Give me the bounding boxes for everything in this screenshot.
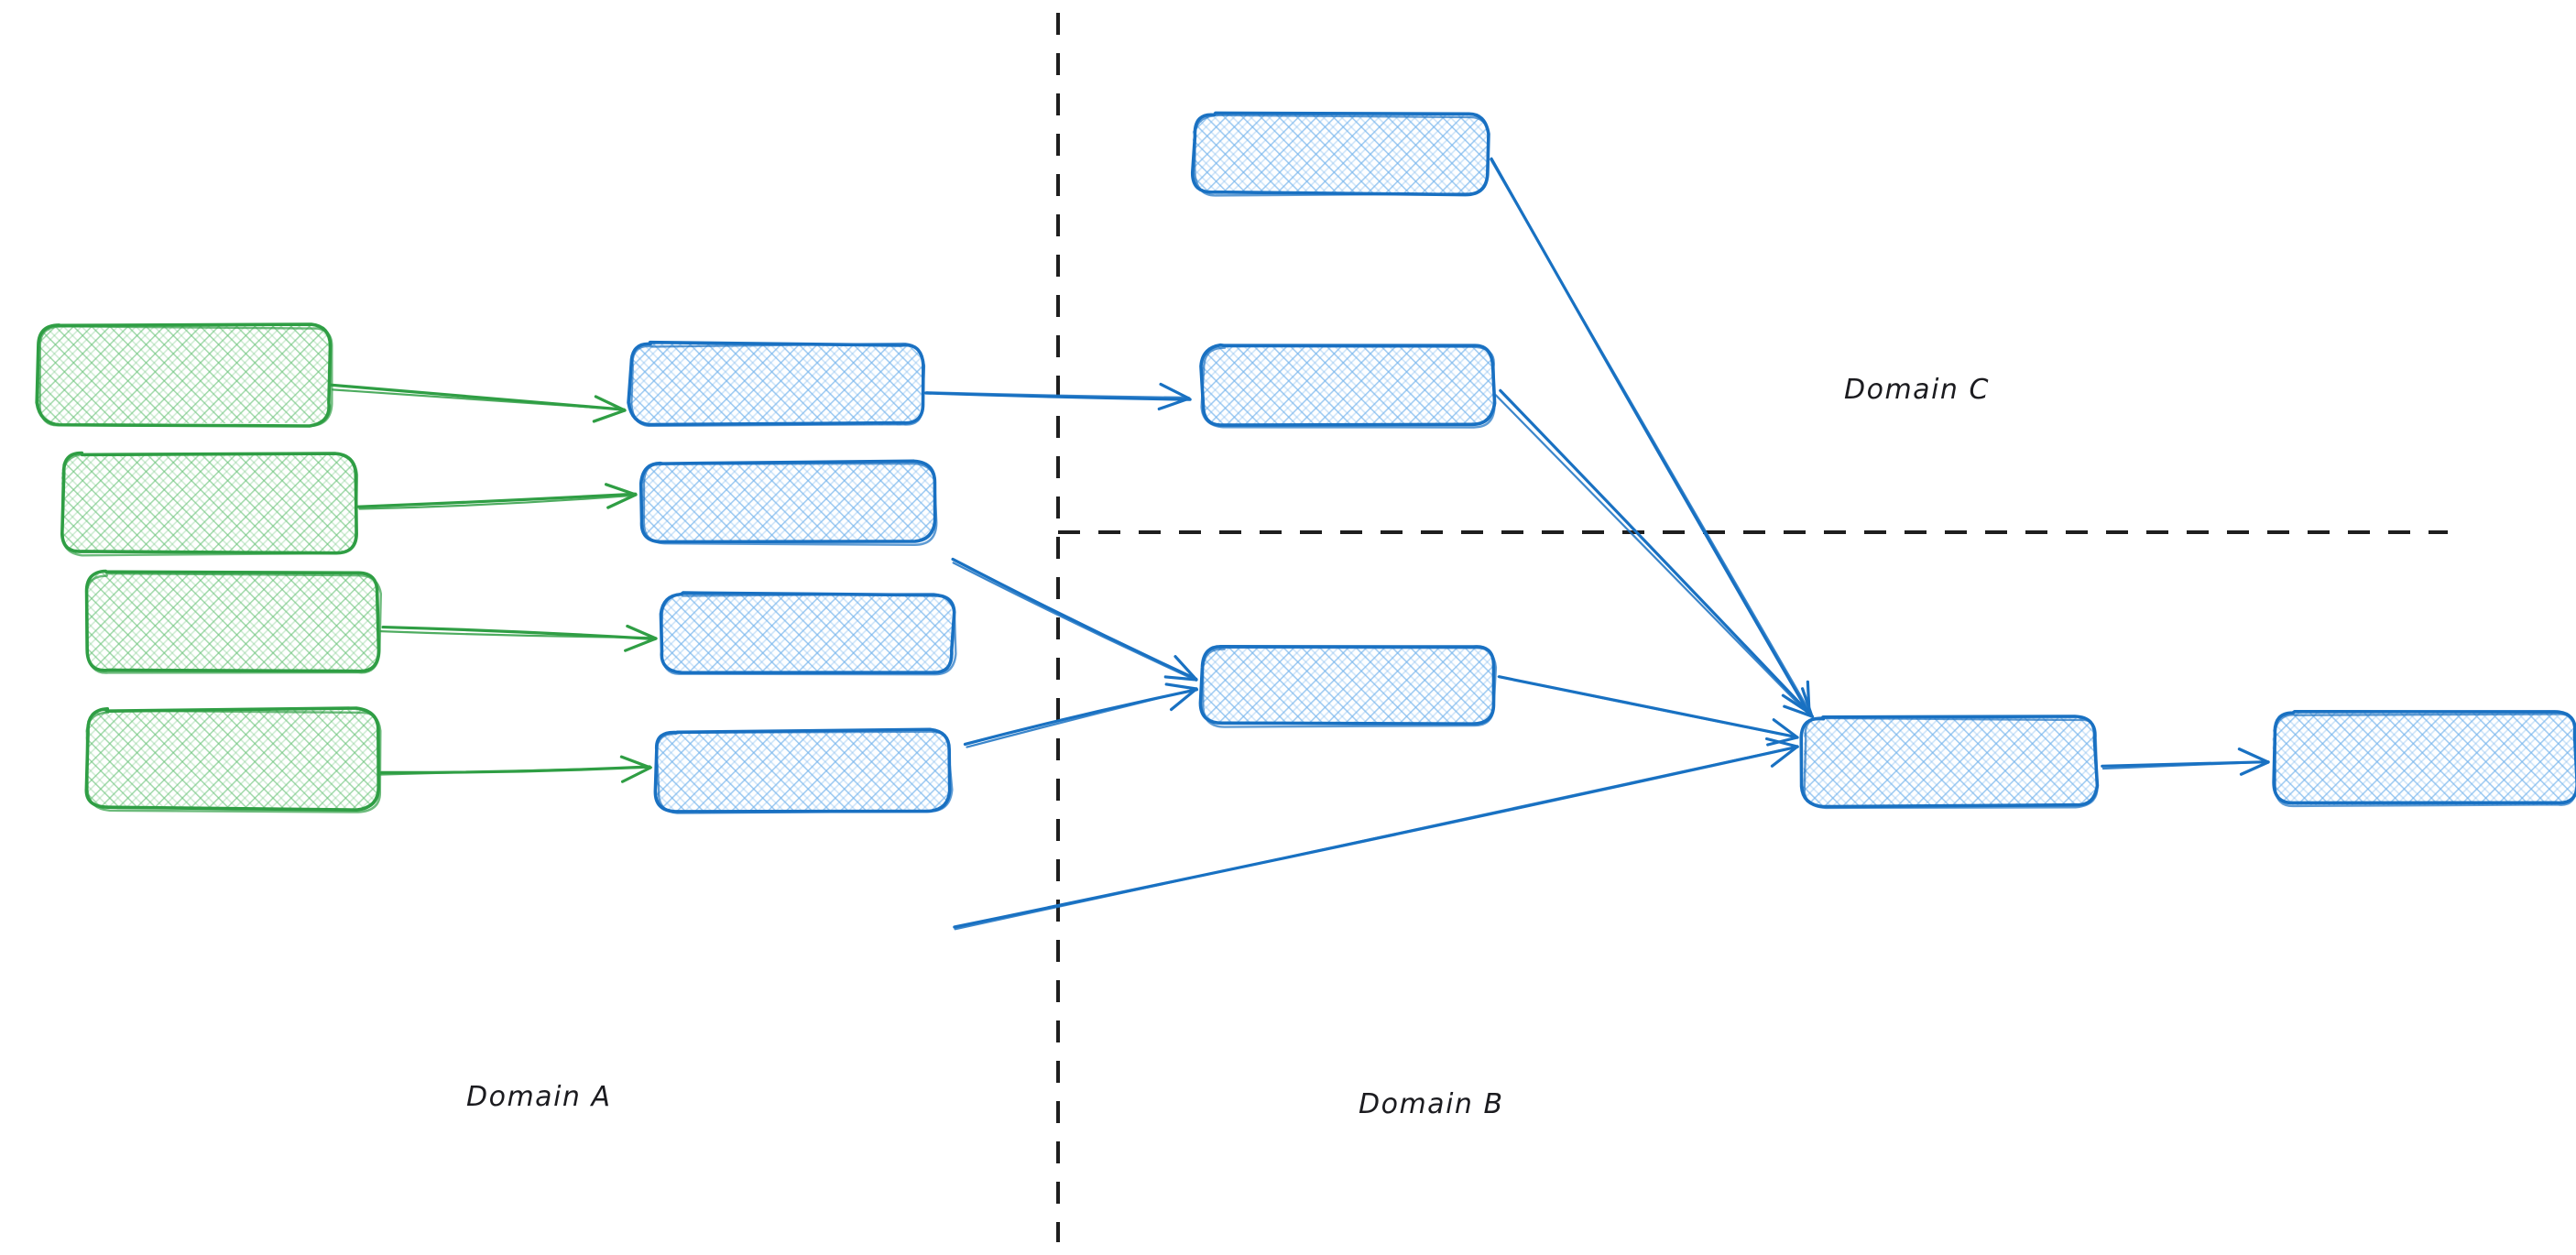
node-a1[interactable] [35, 322, 333, 428]
node-layer [35, 111, 2576, 814]
node-outline [60, 452, 359, 557]
edge-a1-to-b1 [329, 383, 627, 423]
node-e1[interactable] [2272, 709, 2576, 808]
node-outline [655, 730, 954, 814]
node-b3[interactable] [659, 591, 957, 676]
node-fill-hatch-b [85, 709, 378, 810]
edge-layer [329, 157, 2270, 931]
node-c2[interactable] [1199, 343, 1497, 429]
edge-c1-to-d1 [1490, 157, 1812, 715]
node-fill-hatch-b [660, 593, 955, 674]
domain-c-label: Domain C [1844, 374, 1990, 406]
node-fill-hatch-b [88, 571, 379, 671]
node-outline [1194, 114, 1490, 197]
node-fill-hatch-b [655, 730, 949, 812]
edge-a4-to-b4 [379, 755, 653, 783]
node-a4[interactable] [84, 706, 382, 813]
domain-a-label: Domain A [466, 1081, 612, 1113]
edge-c3-to-d1 [1497, 675, 1799, 747]
node-fill-hatch-b [639, 462, 936, 542]
node-fill-hatch-b [629, 342, 923, 426]
node-outline [85, 709, 382, 813]
node-fill-hatch-b [1192, 114, 1488, 194]
node-outline [1199, 343, 1497, 427]
node-a3[interactable] [84, 569, 383, 674]
node-fill-hatch-b [1803, 717, 2097, 807]
node-outline [85, 572, 383, 674]
node-outline [1201, 646, 1498, 728]
node-b2[interactable] [639, 459, 938, 546]
node-outline [630, 342, 926, 428]
node-fill-hatch-b [1200, 346, 1494, 426]
node-c3[interactable] [1198, 644, 1498, 728]
node-a2[interactable] [60, 451, 359, 557]
node-fill-hatch-b [38, 325, 331, 424]
domain-b-label: Domain B [1359, 1088, 1504, 1120]
node-outline [660, 592, 957, 676]
node-c1[interactable] [1190, 111, 1490, 197]
node-outline [1803, 716, 2099, 810]
node-fill-hatch-b [60, 453, 355, 553]
divider-layer [1056, 13, 2448, 1242]
node-d1[interactable] [1799, 715, 2100, 810]
node-outline [1200, 344, 1496, 429]
edge-b4-to-d1 [953, 737, 1799, 931]
edge-a2-to-b2 [356, 483, 638, 510]
node-b4[interactable] [653, 727, 954, 814]
edge-a3-to-b3 [379, 624, 658, 652]
edge-b3-to-c3 [963, 682, 1199, 748]
node-outline [2274, 713, 2576, 808]
node-outline [38, 325, 333, 428]
edge-d1-to-e1 [2101, 748, 2270, 776]
edge-c2-to-d1 [1494, 388, 1815, 718]
node-fill-hatch-b [2272, 711, 2576, 805]
node-fill-hatch-b [1201, 644, 1494, 726]
node-outline [642, 462, 938, 546]
node-b1[interactable] [627, 340, 926, 428]
edge-b1-to-c2 [923, 382, 1192, 411]
edge-b2-to-c3 [951, 557, 1198, 682]
